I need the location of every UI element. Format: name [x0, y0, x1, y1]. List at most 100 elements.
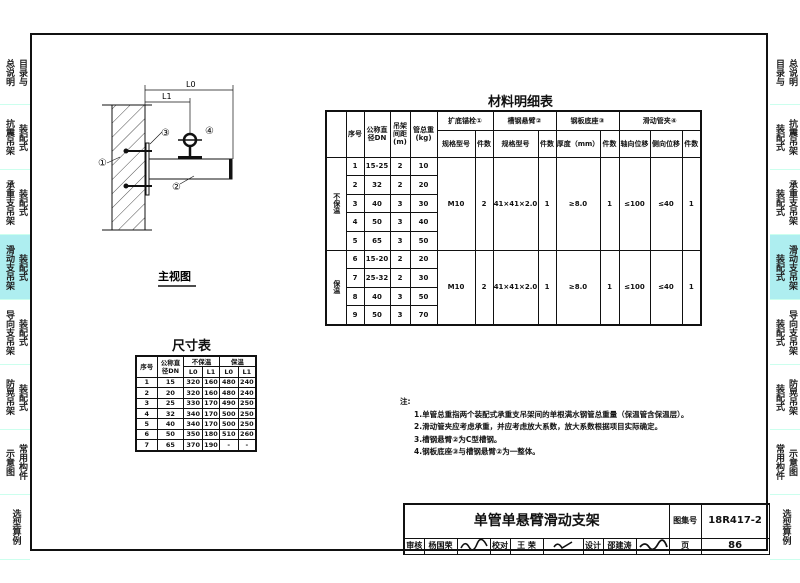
nav-section-3[interactable]: 滑动支吊架装配式	[0, 235, 30, 300]
nav-section-label: 目录与	[17, 58, 27, 86]
nav-section-label: 目录与	[774, 58, 784, 86]
cell: 5	[135, 418, 158, 430]
dim-l1: L1	[162, 92, 172, 101]
nav-section-label: 常用构件	[774, 444, 784, 480]
nav-section-1[interactable]: 抗震吊架装配式	[0, 105, 30, 170]
cell: 30	[409, 268, 438, 288]
plate-qty: 1	[599, 249, 620, 326]
lateral: ≤40	[649, 156, 683, 251]
nav-section-label: 抗震吊架	[4, 119, 14, 155]
right-nav-sidebar: 目录与总说明装配式抗震吊架装配式承重支吊架装配式滑动支吊架装配式导向支吊架装配式…	[770, 40, 800, 560]
note-3: 3.槽钢悬臂②为C型槽钢。	[414, 434, 502, 444]
cell: 260	[237, 428, 257, 441]
main-view-title: 主视图	[158, 269, 191, 283]
designer-signature	[635, 537, 670, 555]
cell: 7	[345, 268, 365, 288]
note-1: 1.单管总重指两个装配式承重支吊架间的单根满水钢管总重量（保温管含保温层）。	[414, 409, 689, 419]
nav-section-label: 常用构件	[17, 444, 27, 480]
nav-section-2[interactable]: 承重支吊架装配式	[0, 170, 30, 235]
checker-name: 王 荣	[509, 537, 544, 555]
nav-section-5[interactable]: 装配式防晃吊架	[770, 365, 800, 430]
header-clamp: 滑动管夹④	[618, 110, 702, 131]
nav-section-2[interactable]: 装配式承重支吊架	[770, 170, 800, 235]
left-nav-sidebar: 总说明目录与抗震吊架装配式承重支吊架装配式滑动支吊架装配式导向支吊架装配式防晃吊…	[0, 40, 30, 560]
designer-name: 邵建涛	[602, 537, 637, 555]
header-insulation: 保温	[218, 355, 257, 368]
clamp-qty: 1	[681, 156, 702, 251]
nav-section-1[interactable]: 装配式抗震吊架	[770, 105, 800, 170]
cell: 4	[135, 407, 158, 420]
header-seq: 序号	[345, 110, 365, 158]
page-number: 86	[700, 537, 770, 555]
drawing-frame	[30, 33, 768, 551]
nav-section-6[interactable]: 示意图常用构件	[0, 430, 30, 495]
cell: 20	[409, 175, 438, 195]
nav-section-4[interactable]: 装配式导向支吊架	[770, 300, 800, 365]
nav-section-label: 导向支吊架	[787, 309, 797, 355]
nav-section-0[interactable]: 目录与总说明	[770, 40, 800, 105]
cell: 180	[202, 428, 220, 441]
nav-section-label: 导向支吊架	[4, 309, 14, 355]
reviewer-name: 杨国荣	[423, 537, 458, 555]
cell: 240	[237, 387, 257, 399]
channel-spec: 41×41×2.0	[492, 156, 539, 251]
nav-section-label: 装配式	[17, 383, 27, 411]
cell: 10	[409, 156, 438, 177]
checker-signature	[542, 537, 584, 555]
cell: 15	[156, 376, 185, 389]
cell: 70	[409, 305, 438, 326]
nav-section-label: 承重支吊架	[4, 179, 14, 225]
cell: 250	[237, 418, 257, 430]
nav-section-label: 防晃吊架	[4, 379, 14, 415]
nav-section-label: 示意图	[787, 448, 797, 476]
cell: 170	[202, 407, 220, 420]
cell: -	[237, 439, 257, 452]
nav-section-7[interactable]: 选型算例	[770, 495, 800, 560]
header-no-insulation: 不保温	[183, 355, 220, 368]
nav-section-7[interactable]: 选型算例	[0, 495, 30, 560]
size-table-title: 尺寸表	[172, 339, 212, 354]
nav-section-label: 滑动支吊架	[4, 244, 14, 290]
nav-section-label: 抗震吊架	[787, 119, 797, 155]
nav-section-label: 示意图	[4, 448, 14, 476]
nav-section-label: 滑动支吊架	[787, 244, 797, 290]
cell: 3	[389, 193, 411, 214]
material-table-title: 材料明细表	[488, 95, 554, 110]
cell: 510	[218, 428, 239, 441]
cell: 340	[183, 407, 204, 420]
nav-section-6[interactable]: 常用构件示意图	[770, 430, 800, 495]
nav-section-label: 选型算例	[780, 509, 791, 545]
callout-3: ③	[161, 128, 170, 139]
nav-section-4[interactable]: 导向支吊架装配式	[0, 300, 30, 365]
callout-2: ②	[172, 182, 181, 193]
cell: 3	[389, 305, 411, 326]
anchor-qty: 2	[474, 249, 494, 326]
cell: 480	[218, 376, 239, 389]
cell: 2	[389, 268, 411, 288]
cell: 350	[183, 428, 204, 441]
cell: 40	[409, 212, 438, 232]
cell: 170	[202, 397, 220, 409]
cell: 500	[218, 418, 239, 430]
nav-section-5[interactable]: 防晃吊架装配式	[0, 365, 30, 430]
nav-section-0[interactable]: 总说明目录与	[0, 40, 30, 105]
cell: 190	[202, 439, 220, 452]
cell: 40	[156, 418, 185, 430]
review-label: 审核	[403, 537, 425, 555]
nav-section-label: 防晃吊架	[787, 379, 797, 415]
nav-section-label: 装配式	[774, 123, 784, 151]
cell: 480	[218, 387, 239, 399]
nav-section-3[interactable]: 装配式滑动支吊架	[770, 235, 800, 300]
cell: 5	[345, 230, 365, 251]
header-plate-thickness: 厚度（mm）	[555, 129, 601, 158]
nav-section-label: 装配式	[17, 253, 27, 281]
group-name: 不保温	[325, 156, 347, 251]
